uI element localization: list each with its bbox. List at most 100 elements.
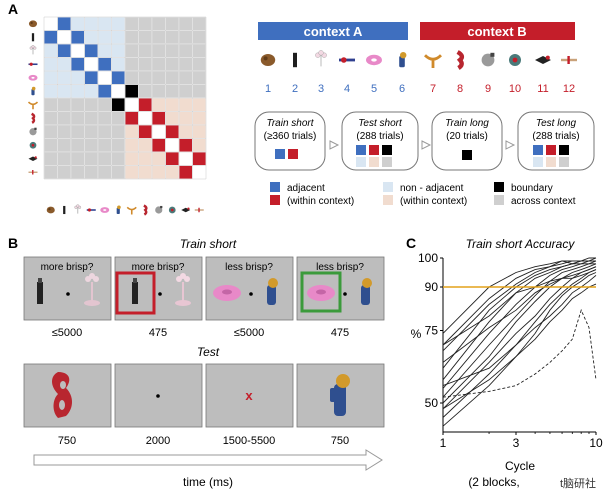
matrix-cell [84, 124, 99, 139]
figurine-icon [361, 278, 372, 305]
matrix-cell [111, 43, 126, 58]
matrix-cell [178, 70, 193, 85]
matrix-cell [70, 30, 85, 45]
matrix-cell [151, 138, 166, 153]
matrix-cell [57, 43, 72, 58]
phase-title: Train long [445, 118, 489, 129]
matrix-cell [151, 84, 166, 99]
matrix-cell [111, 70, 126, 85]
bottle-icon [37, 282, 43, 304]
object-2-icon [63, 205, 66, 215]
matrix-cell [97, 151, 112, 166]
watermark: t脑研社 [560, 476, 596, 490]
phase-title: Test long [536, 118, 577, 129]
phase-train-short: Train short (≥360 trials) [254, 111, 326, 171]
matrix-cell [192, 16, 207, 31]
panel-label-c: C [406, 235, 416, 251]
accuracy-series-line [442, 257, 596, 346]
matrix-cell [178, 138, 193, 153]
matrix-cell [192, 84, 207, 99]
train-screen-1: more brisp? [23, 256, 112, 321]
matrix-cell [151, 111, 166, 126]
matrix-cell [165, 124, 180, 139]
matrix-cell [84, 165, 99, 180]
matrix-cell [138, 97, 153, 112]
flower-icon [84, 273, 100, 306]
matrix-cell [192, 97, 207, 112]
accuracy-series-line [442, 269, 597, 346]
matrix-cell [70, 57, 85, 72]
matrix-cell [151, 30, 166, 45]
matrix-cell [43, 84, 58, 99]
object-7-icon [27, 101, 39, 110]
matrix-cell [57, 151, 72, 166]
matrix-cell [97, 111, 112, 126]
matrix-cell [84, 57, 99, 72]
matrix-cell [70, 151, 85, 166]
accuracy-series-line [442, 263, 597, 404]
object-number: 9 [485, 83, 491, 95]
object-number: 2 [292, 83, 298, 95]
matrix-cell [192, 57, 207, 72]
matrix-cell [70, 111, 85, 126]
object-1-icon [28, 20, 38, 28]
test-screen-2 [114, 363, 203, 428]
matrix-cell [57, 111, 72, 126]
matrix-cell [57, 138, 72, 153]
object-7-icon [126, 206, 137, 215]
train-title: Train short [180, 237, 237, 251]
matrix-cell [57, 70, 72, 85]
x-axis-sublabel: (2 blocks, [468, 475, 519, 489]
matrix-cell [57, 57, 72, 72]
matrix-cell [178, 57, 193, 72]
arrow-icon [329, 140, 340, 150]
duration: 2000 [146, 435, 170, 447]
matrix-cell [151, 16, 166, 31]
matrix-cell [138, 151, 153, 166]
object-12-icon [561, 56, 577, 64]
matrix-cell [111, 165, 126, 180]
object-number: 6 [399, 83, 405, 95]
matrix-cell [138, 124, 153, 139]
test-screen-4 [296, 363, 385, 428]
matrix-cell [70, 43, 85, 58]
object-10-icon [168, 206, 176, 214]
matrix-cell [178, 16, 193, 31]
matrix-cell [165, 111, 180, 126]
object-1-icon [46, 206, 55, 214]
matrix-cell [57, 16, 72, 31]
flower-icon [175, 273, 191, 306]
y-tick-label: 90 [425, 280, 439, 294]
phase-title: Train short [266, 118, 314, 129]
matrix-cell [178, 111, 193, 126]
object-10-icon [509, 54, 521, 66]
dashed-series-line [442, 308, 597, 398]
accuracy-series-line [442, 260, 596, 381]
matrix-col-icons [46, 204, 204, 216]
panel-label-a: A [8, 1, 18, 17]
y-tick-label: 75 [425, 324, 439, 338]
matrix-cell [124, 124, 139, 139]
duration: ≤5000 [52, 327, 83, 339]
matrix-cell [192, 165, 207, 180]
matrix-cell [165, 30, 180, 45]
matrix-cell [178, 151, 193, 166]
matrix-cell [178, 30, 193, 45]
matrix-cell [192, 43, 207, 58]
matrix-cell [43, 165, 58, 180]
matrix-cell [192, 111, 207, 126]
matrix-cell [57, 124, 72, 139]
prompt: more brisp? [41, 262, 94, 273]
matrix-cell [165, 43, 180, 58]
matrix-cell [178, 124, 193, 139]
object-6-icon [116, 205, 121, 215]
context-b-label: context B [467, 24, 526, 39]
test-screen-3: x [205, 363, 294, 428]
swatch-red [288, 149, 298, 159]
object-number: 7 [430, 83, 436, 95]
object-4-icon [86, 208, 96, 212]
duration: 475 [149, 327, 167, 339]
matrix-cell [70, 84, 85, 99]
matrix-cell [124, 84, 139, 99]
